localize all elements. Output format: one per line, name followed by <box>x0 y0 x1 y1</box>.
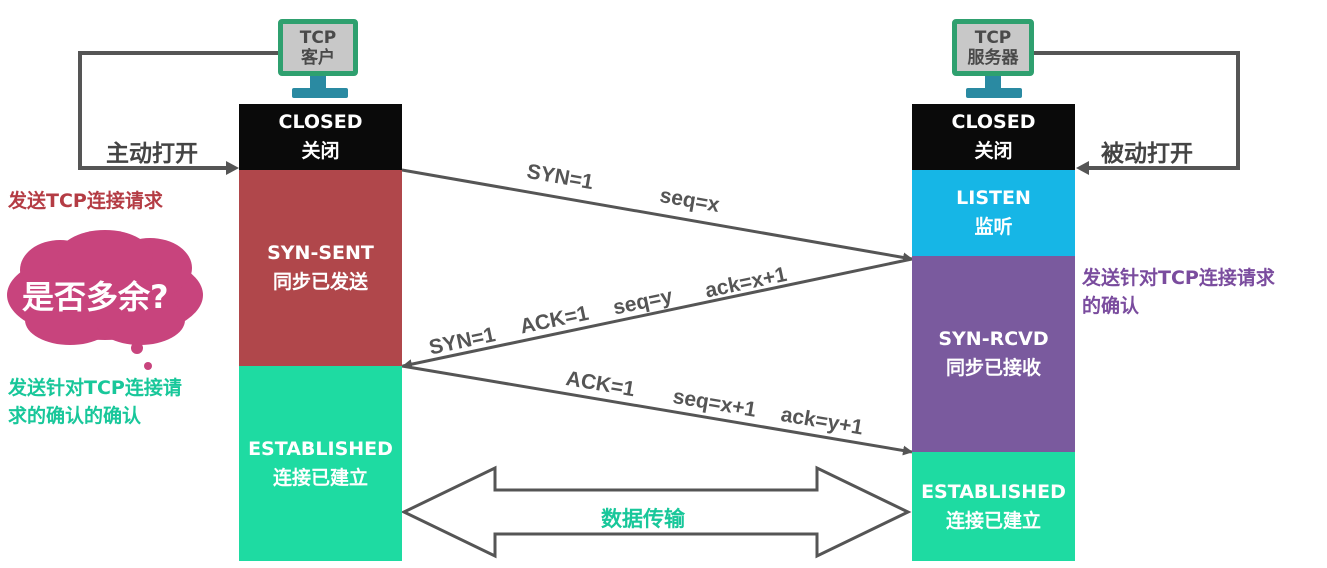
client-closed-zh: 关闭 <box>301 140 340 162</box>
note-send-ack-of-ack-line1: 发送针对TCP连接请 <box>8 377 182 399</box>
note-send-ack-of-ack: 发送针对TCP连接请 求的确认的确认 <box>8 374 182 430</box>
passive-open-arrowhead <box>1076 161 1089 175</box>
server-established-en: ESTABLISHED <box>921 480 1066 503</box>
server-closed-en: CLOSED <box>951 111 1036 133</box>
active-open-connector <box>78 51 278 170</box>
note-send-ack: 发送针对TCP连接请求 的确认 <box>1082 264 1275 320</box>
data-transfer-label: 数据传输 <box>601 507 685 531</box>
note-send-ack-of-ack-line2: 求的确认的确认 <box>8 405 142 427</box>
client-state-established: ESTABLISHED 连接已建立 <box>239 366 402 561</box>
client-syn-sent-zh: 同步已发送 <box>272 271 368 293</box>
client-monitor-screen: TCP 客户 <box>278 19 358 76</box>
client-monitor-line1: TCP <box>299 27 337 48</box>
server-state-established: ESTABLISHED 连接已建立 <box>912 452 1075 561</box>
data-transfer-arrow <box>400 465 912 559</box>
active-open-label: 主动打开 <box>106 141 198 167</box>
server-monitor-base <box>966 88 1022 98</box>
passive-open-connector <box>1034 51 1240 170</box>
client-established-zh: 连接已建立 <box>272 466 368 489</box>
client-state-syn-sent: SYN-SENT 同步已发送 <box>239 170 402 366</box>
client-established-en: ESTABLISHED <box>248 437 393 460</box>
client-monitor-base <box>292 88 348 98</box>
server-listen-zh: 监听 <box>974 216 1013 238</box>
passive-open-label: 被动打开 <box>1101 141 1193 167</box>
server-state-listen: LISTEN 监听 <box>912 170 1075 256</box>
client-monitor-neck <box>310 76 326 88</box>
active-open-arrowhead <box>226 161 239 175</box>
server-monitor-neck <box>985 76 1001 88</box>
thought-cloud <box>7 230 203 370</box>
note-send-ack-line2: 的确认 <box>1082 295 1140 317</box>
cloud-question-text: 是否多余? <box>22 278 169 316</box>
client-syn-sent-en: SYN-SENT <box>267 242 374 264</box>
syn-ack-message-arrow <box>402 257 913 370</box>
server-established-zh: 连接已建立 <box>945 509 1041 532</box>
server-syn-rcvd-en: SYN-RCVD <box>938 328 1049 350</box>
ack-message-arrow <box>401 364 913 456</box>
note-send-request: 发送TCP连接请求 <box>8 190 163 212</box>
server-syn-rcvd-zh: 同步已接收 <box>945 357 1041 379</box>
syn-message-arrow <box>401 168 913 263</box>
client-state-closed: CLOSED 关闭 <box>239 104 402 170</box>
server-state-closed: CLOSED 关闭 <box>912 104 1075 170</box>
server-monitor-line2: 服务器 <box>967 47 1019 68</box>
server-monitor-screen: TCP 服务器 <box>952 19 1034 76</box>
server-closed-zh: 关闭 <box>974 140 1013 162</box>
server-state-syn-rcvd: SYN-RCVD 同步已接收 <box>912 256 1075 452</box>
server-monitor-line1: TCP <box>974 27 1012 48</box>
server-listen-en: LISTEN <box>956 187 1031 209</box>
client-closed-en: CLOSED <box>278 111 363 133</box>
client-monitor-line2: 客户 <box>301 47 335 68</box>
note-send-ack-line1: 发送针对TCP连接请求 <box>1082 267 1275 289</box>
